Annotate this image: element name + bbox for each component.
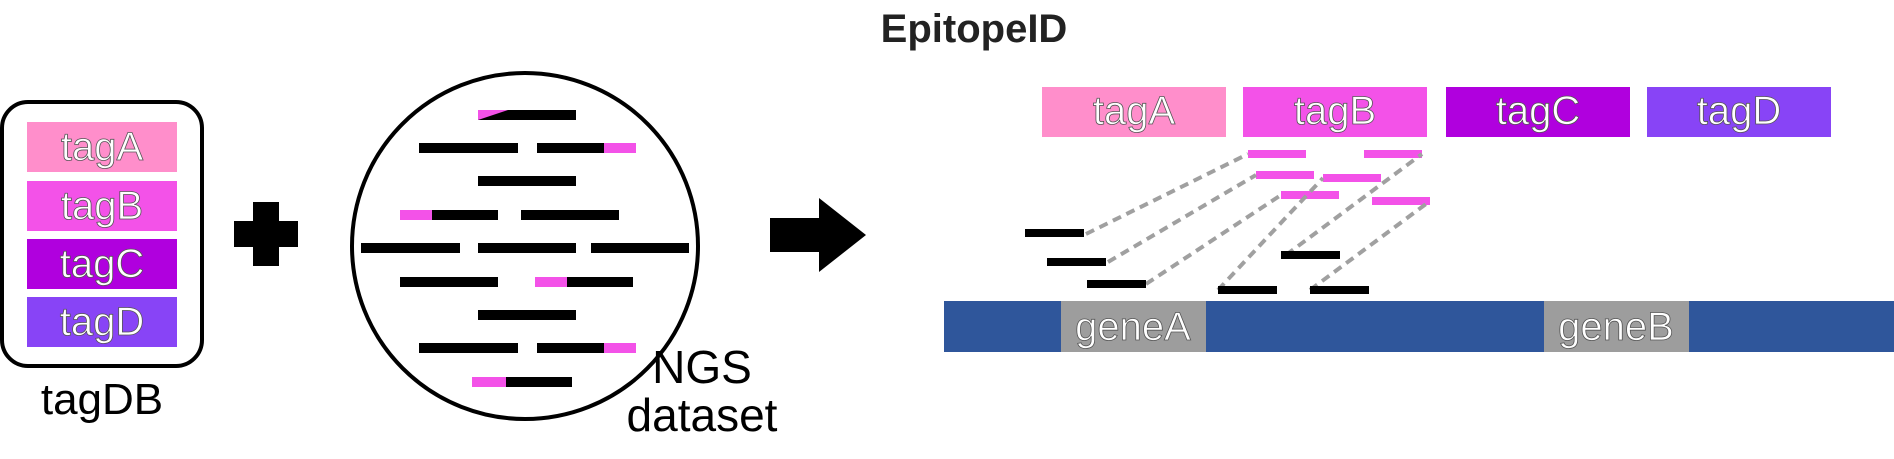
result-tag-d: tagD: [1647, 87, 1831, 137]
ngs-read: [535, 277, 633, 287]
ngs-read: [400, 277, 498, 287]
ngs-read: [591, 243, 689, 253]
gene-b-box: [1544, 301, 1689, 352]
ngs-read: [400, 210, 498, 220]
gene-a-label: geneA: [1075, 305, 1191, 349]
tag-fragment: [1281, 191, 1339, 199]
tagdb-entry-d: tagD: [27, 297, 177, 347]
plus-icon: [234, 202, 298, 266]
tagdb-entry-a: tagA: [27, 122, 177, 172]
ngs-read: [537, 343, 636, 353]
link-line: [1106, 173, 1258, 264]
tagdb-entry-a-box: [27, 122, 177, 172]
tag-fragment: [1248, 150, 1306, 158]
genomic-fragment: [1047, 258, 1106, 266]
split-read-links: [1085, 152, 1432, 292]
tagdb-entry-b: tagB: [27, 181, 177, 231]
gene-a-box: [1061, 301, 1206, 352]
genomic-fragment: [1218, 286, 1277, 294]
result-tag-a-box: [1042, 87, 1226, 137]
link-line: [1216, 176, 1325, 292]
result-panel: tagA tagB tagC tagD: [944, 87, 1894, 352]
result-tag-c-label: tagC: [1496, 89, 1581, 133]
result-tag-c: tagC: [1446, 87, 1630, 137]
tagdb-entry-c: tagC: [27, 239, 177, 289]
gene-b-label: geneB: [1558, 305, 1674, 349]
ngs-read: [419, 343, 518, 353]
ngs-dataset: NGS dataset: [350, 71, 778, 441]
tagdb-panel: tagA tagB tagC tagD tagDB: [0, 100, 204, 424]
genomic-fragment: [1025, 229, 1084, 237]
tag-fragment: [1372, 197, 1430, 205]
tagdb-entry-d-box: [27, 297, 177, 347]
tag-fragment: [1323, 174, 1381, 182]
tagdb-entry-c-box: [27, 239, 177, 289]
ngs-reads: [361, 110, 689, 387]
result-tag-d-box: [1647, 87, 1831, 137]
result-tag-c-box: [1446, 87, 1630, 137]
result-tag-b-box: [1243, 87, 1427, 137]
ngs-label-line2: dataset: [627, 389, 778, 441]
ngs-read-tag: [472, 377, 506, 387]
genomic-fragments: [1025, 229, 1369, 294]
link-line: [1308, 199, 1432, 292]
tag-fragment: [1256, 171, 1314, 179]
link-line: [1085, 152, 1249, 236]
tag-fragment: [1364, 150, 1422, 158]
ngs-read-tag: [478, 110, 508, 120]
link-line: [1144, 193, 1283, 286]
link-line: [1284, 152, 1424, 257]
ngs-read: [472, 377, 572, 387]
result-tag-a-label: tagA: [1093, 89, 1176, 133]
gene-b: geneB: [1544, 301, 1689, 352]
tagdb-label: tagDB: [41, 375, 163, 424]
ngs-read: [478, 243, 576, 253]
ngs-read: [361, 243, 460, 253]
tagdb-entry-c-label: tagC: [60, 242, 145, 286]
ngs-read: [521, 210, 619, 220]
result-tag-d-label: tagD: [1697, 89, 1782, 133]
tag-fragments: [1248, 150, 1430, 205]
genomic-fragment: [1281, 251, 1340, 259]
ngs-read: [419, 143, 518, 153]
diagram-title: EpitopeID: [881, 7, 1068, 51]
result-tag-b: tagB: [1243, 87, 1427, 137]
ngs-read-tag: [604, 343, 636, 353]
result-tag-b-label: tagB: [1294, 89, 1376, 133]
tagdb-entry-b-label: tagB: [61, 184, 143, 228]
genomic-fragment: [1087, 280, 1146, 288]
ngs-read: [478, 310, 576, 320]
result-tag-a: tagA: [1042, 87, 1226, 137]
arrow-right-icon: [770, 198, 866, 272]
ngs-read: [537, 143, 636, 153]
ngs-read: [478, 176, 576, 186]
ngs-read-tag: [535, 277, 567, 287]
ngs-label-line1: NGS: [652, 341, 752, 393]
tagdb-entry-a-label: tagA: [61, 125, 144, 169]
tagdb-entry-d-label: tagD: [60, 300, 145, 344]
ngs-read-tag: [400, 210, 432, 220]
ngs-read-tag: [604, 143, 636, 153]
gene-a: geneA: [1061, 301, 1206, 352]
ngs-read: [478, 110, 576, 120]
tagdb-entry-b-box: [27, 181, 177, 231]
genomic-fragment: [1310, 286, 1369, 294]
